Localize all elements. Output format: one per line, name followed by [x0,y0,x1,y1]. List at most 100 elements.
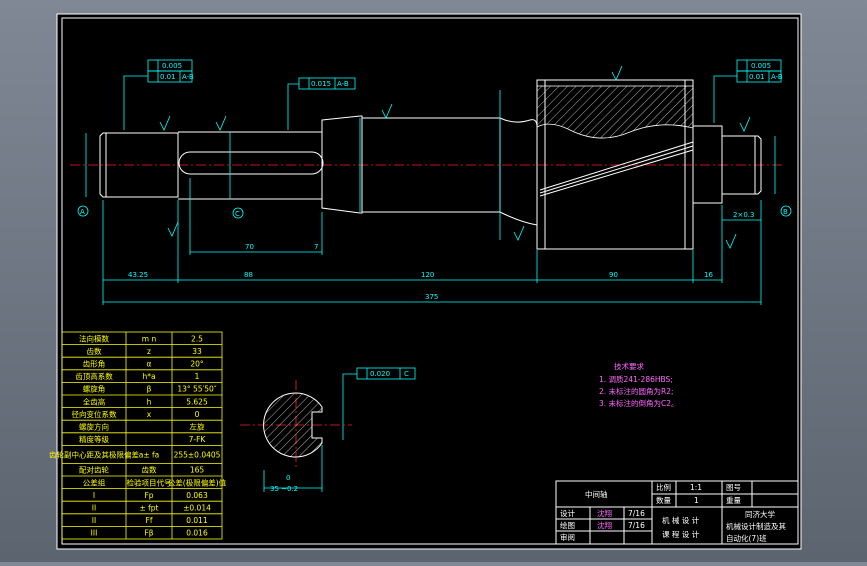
dim-section-width: 35 −0.2 [270,485,298,493]
scale-value: 1:1 [690,483,702,492]
tolerance-frames: 0.005 0.01 A-B 0.015 A-B 0.005 0.01 A-B … [123,59,783,440]
qty-value: 1 [694,496,699,505]
param-cell: 5.625 [186,397,208,406]
param-cell: h*a [142,372,155,381]
param-cell: 1 [195,372,200,381]
tech-requirements: 技术要求 1. 调质241-286HBS; 2. 未标注的圆角为R2; 3. 未… [599,361,679,408]
section-view [240,380,352,492]
dim-16: 16 [704,271,713,279]
param-cell: ± fpt [139,504,158,513]
tol-section: 0.020 [370,370,390,378]
param-cell: 0 [195,410,200,419]
drawing-no-label: 图号 [726,483,741,492]
gear-section-hatch [536,85,694,139]
param-cell: 7-FK [189,435,207,444]
param-cell: 齿轮副中心距及其极限偏差 [49,449,139,459]
param-cell: 165 [190,466,205,475]
param-cell: II [92,516,96,525]
param-cell: Fβ [144,529,153,538]
tech-req-item-2: 2. 未标注的圆角为R2; [599,386,674,396]
section-circle [263,392,323,458]
param-cell: 公差组 [83,477,106,487]
param-cell: 公差(极限偏差)值 [168,477,227,487]
design-date: 7/16 [628,509,645,518]
course-title: 机 械 设 计 [662,515,700,525]
part-name: 中间轴 [585,489,608,499]
param-cell: z [147,347,151,356]
scale-label: 比例 [656,482,671,492]
shaft-right-end [722,135,762,195]
param-cell: 左旋 [190,422,205,432]
roughness-marks [159,65,751,249]
shaft-left-end [99,132,179,198]
param-cell: 33 [192,347,202,356]
draw-label: 绘图 [560,520,575,530]
param-cell: 13° 55′50″ [177,385,216,394]
param-cell: ±0.014 [183,504,211,513]
param-cell: 全齿高 [83,396,106,406]
param-cell: 齿形角 [83,359,106,369]
param-cell: 0.016 [186,529,208,538]
param-cell: 径向变位系数 [72,409,117,419]
shaft-shoulder [321,115,363,214]
param-cell: α [147,360,152,369]
gear-body [536,79,694,250]
param-cell: III [91,529,98,538]
param-cell: 检验项目代号 [127,477,172,487]
param-cell: 2.5 [191,334,203,343]
title-block: 中间轴 比例 1:1 图号 数量 1 重量 设计 沈翔 7/16 绘图 沈翔 7… [555,480,799,545]
tech-req-title: 技术要求 [614,361,644,371]
param-cell: Fp [144,491,153,500]
dim-chamfer: 2×0.3 [733,211,754,219]
param-cell: β [147,385,152,394]
tol-section-ref: C [404,370,409,378]
dim-section-zero: 0 [286,474,290,482]
tol-mid-ref: A-B [337,80,349,88]
dim-43: 43.25 [128,271,148,279]
dim-90: 90 [609,271,618,279]
param-cell: h [147,397,152,406]
param-cell: x [147,410,152,419]
param-cell: 20° [190,360,204,369]
draw-name: 沈翔 [597,520,612,530]
dim-120: 120 [421,271,434,279]
datum-b: B [783,208,788,216]
tol-tr-a: 0.005 [751,62,771,70]
dimension-lines [85,90,776,305]
design-label: 设计 [560,508,575,518]
tol-tr-ref: A-B [771,73,783,81]
weight-label: 重量 [726,496,741,505]
keyway [178,151,324,175]
dimension-texts: 43.25 88 120 90 16 375 70 7 2×0.3 35 −0.… [128,211,754,493]
tol-tl-b: 0.01 [160,73,176,81]
tol-mid: 0.015 [311,80,331,88]
param-cell: I [93,491,95,500]
param-cell: 0.063 [186,491,208,500]
param-cell: II [92,504,96,513]
param-cell: m n [142,334,157,343]
tech-req-item-1: 1. 调质241-286HBS; [599,374,673,384]
param-cell: 螺旋方向 [79,422,109,432]
course-title-2: 课 程 设 计 [662,529,700,539]
param-cell: 齿顶高系数 [75,371,113,381]
param-cell: 精度等级 [79,434,109,444]
school-name: 同济大学 [745,509,775,519]
param-cell: 法向模数 [79,333,109,343]
dim-keyway-end: 7 [314,243,318,251]
dim-keyway: 70 [245,243,254,251]
qty-label: 数量 [656,495,671,505]
tol-tl-ref: A-B [182,73,194,81]
design-name: 沈翔 [597,508,612,518]
draw-date: 7/16 [628,521,645,530]
param-cell: 0.011 [186,516,208,525]
param-cell: 255±0.0405 [174,450,221,459]
tol-tr-b: 0.01 [749,73,765,81]
major-name: 机械设计制造及其 [726,521,786,531]
check-label: 审阅 [560,532,575,542]
tol-tl-a: 0.005 [162,62,182,70]
param-cell: 齿数 [87,346,102,356]
shaft-right-step [693,125,723,204]
